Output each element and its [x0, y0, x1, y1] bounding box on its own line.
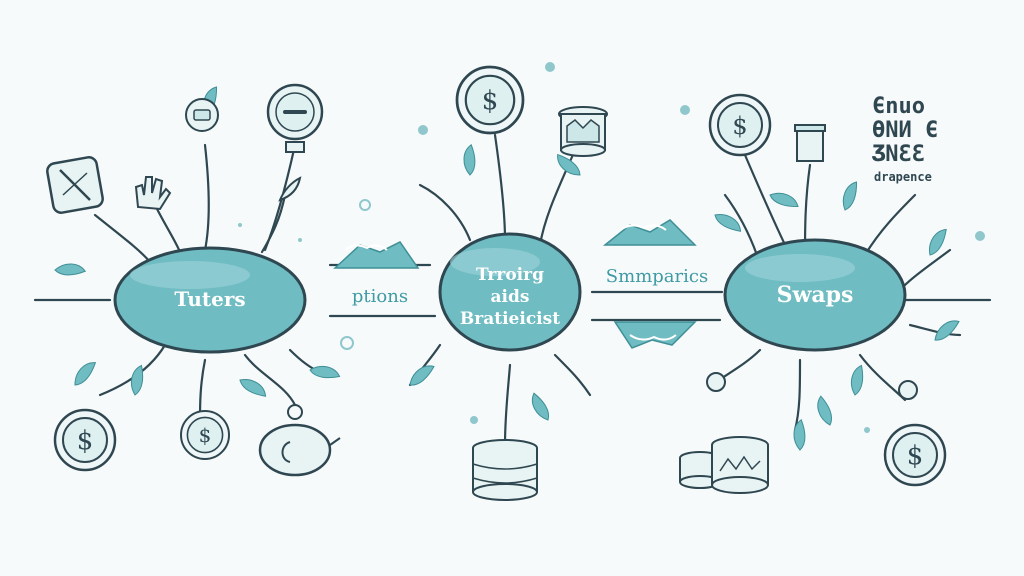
- node-right: Swaps: [723, 238, 907, 352]
- leaf-icon: [460, 143, 479, 177]
- ring-icon: [706, 372, 726, 392]
- jar-icon: [558, 106, 608, 157]
- mountain-shape-top-right: [602, 219, 697, 246]
- node-left: Tuters: [113, 246, 307, 354]
- dollar-coin-icon: $: [708, 93, 772, 157]
- leaf-icon: [53, 260, 87, 279]
- coin-symbol: $: [482, 86, 499, 116]
- node-left-label: Tuters: [174, 287, 245, 311]
- leaf-icon: [846, 363, 869, 397]
- coin-symbol: $: [732, 112, 747, 140]
- node-center-line1: Trroirg: [476, 265, 544, 285]
- piggy-bank-icon: [258, 404, 341, 477]
- hand-icon: [134, 176, 172, 211]
- blocked-document-icon: [46, 156, 104, 214]
- leaf-icon: [815, 394, 834, 428]
- leaf-icon: [790, 418, 809, 452]
- dollar-coin-icon: $: [883, 423, 947, 487]
- connector-label-right: Smmparics: [606, 266, 708, 287]
- node-center-line2: aids: [491, 287, 530, 307]
- leaf-icon: [836, 179, 864, 212]
- jar-icon: [794, 124, 826, 162]
- dollar-coin-icon: $: [455, 65, 525, 135]
- leaf-icon: [68, 358, 101, 388]
- node-center: Trroirg aids Bratieicist: [438, 232, 582, 352]
- leaf-icon: [308, 361, 342, 384]
- mountain-shape-bottom-right: [613, 321, 697, 349]
- leaf-icon: [237, 372, 270, 403]
- dot-decorations: [238, 62, 985, 433]
- coin-symbol: $: [907, 441, 924, 471]
- node-right-label: Swaps: [777, 282, 854, 308]
- leaf-branch-icon: [278, 176, 302, 202]
- corner-logo: Єnuo ѲNИ Є ƷNƐƐ drapence: [872, 94, 938, 184]
- leaf-icon: [528, 390, 552, 424]
- coin-stack-icon: [472, 439, 538, 501]
- jar-icon: [711, 436, 769, 494]
- minus-badge-icon: [266, 83, 324, 153]
- logo-line-2: ѲNИ Є: [872, 118, 938, 143]
- node-center-line3: Bratieicist: [460, 309, 560, 329]
- leaf-icon: [712, 207, 745, 238]
- logo-line-1: Єnuo: [872, 94, 925, 119]
- connector-label-left: ptions: [352, 286, 408, 307]
- coin-symbol: $: [77, 426, 94, 456]
- dollar-coin-icon: $: [179, 409, 231, 461]
- ring-icon: [898, 380, 918, 400]
- coin-symbol: $: [199, 423, 212, 447]
- leaf-icon: [405, 361, 438, 389]
- leaf-icon: [768, 186, 801, 214]
- logo-line-3: ƷNƐƐ: [872, 142, 925, 167]
- logo-line-4: drapence: [874, 170, 932, 184]
- dollar-coin-icon: $: [53, 408, 117, 472]
- leaf-icon: [930, 316, 963, 344]
- badge-icon: [185, 98, 219, 132]
- mountain-shape-left: [333, 241, 420, 269]
